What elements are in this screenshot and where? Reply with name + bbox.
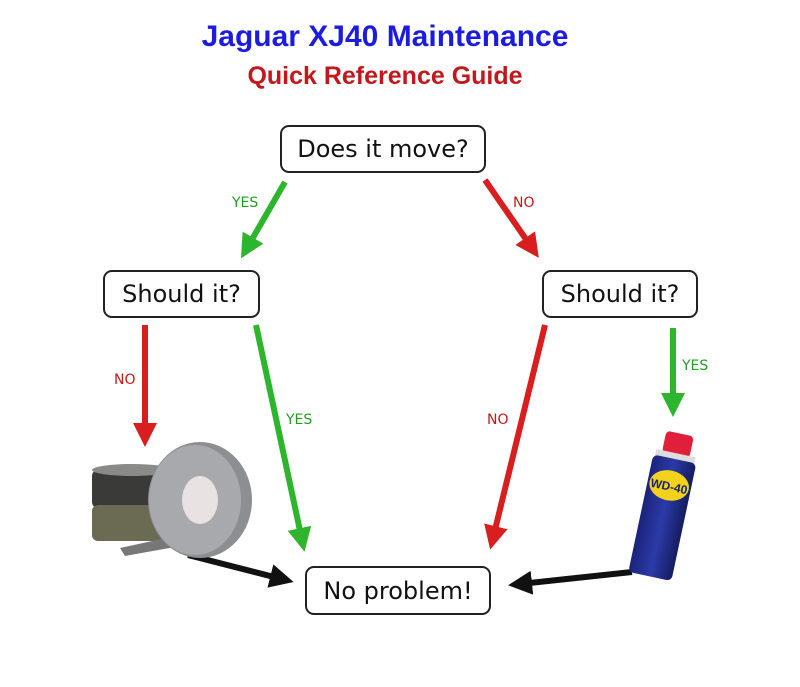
arrow-spray-to-end [508,569,633,595]
label-right-yes: YES [682,358,709,374]
node-no-problem: No problem! [305,566,491,615]
node-should-it-right: Should it? [542,270,698,318]
label-right-no: NO [487,412,509,428]
label-left-no: NO [114,372,136,388]
arrow-move-no [482,178,539,258]
diagram-title: Jaguar XJ40 Maintenance [201,20,569,53]
wd40-can-image: WD-40 [629,431,696,581]
node-does-it-move: Does it move? [280,125,486,173]
duct-tape-image [92,442,252,558]
label-move-yes: YES [232,195,259,211]
label-move-no: NO [513,195,535,211]
node-should-it-left: Should it? [103,270,260,318]
arrow-right-no [484,324,548,550]
label-left-yes: YES [286,412,313,428]
arrow-tape-to-end [187,552,294,588]
arrow-move-yes [241,180,288,259]
diagram-subtitle: Quick Reference Guide [247,62,523,90]
arrow-left-yes [253,324,312,552]
